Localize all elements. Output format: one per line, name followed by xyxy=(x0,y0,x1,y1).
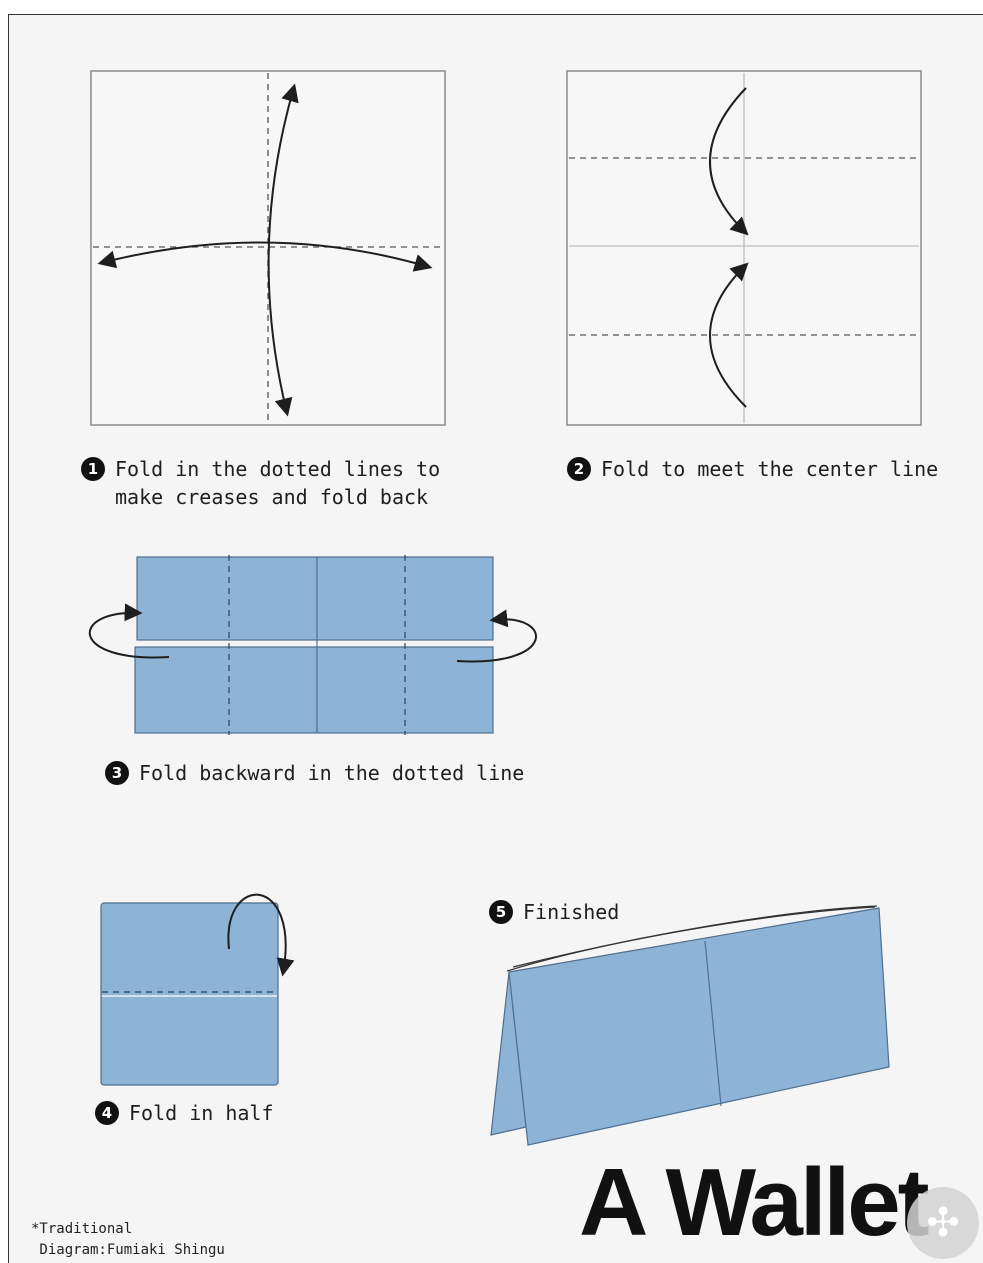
step-2-text: Fold to meet the center line xyxy=(601,457,939,481)
step-number-badge: 3 xyxy=(105,761,129,785)
step-2-diagram xyxy=(566,70,922,426)
compass-badge-icon[interactable]: ✣ xyxy=(907,1187,979,1259)
step-3-caption: 3 Fold backward in the dotted line xyxy=(105,759,524,787)
fold-half-arrow xyxy=(227,893,295,977)
instruction-sheet: 1 Fold in the dotted lines to make creas… xyxy=(8,14,983,1263)
step-number-badge: 1 xyxy=(81,457,105,481)
step-number-badge: 2 xyxy=(567,457,591,481)
step-5-text: Finished xyxy=(523,900,620,924)
fold-arrow-vertical xyxy=(267,83,299,417)
step-3-text: Fold backward in the dotted line xyxy=(139,761,525,785)
step-1-caption: 1 Fold in the dotted lines to make creas… xyxy=(81,455,440,511)
credit-text: *Traditional Diagram:Fumiaki Shingu xyxy=(31,1221,225,1258)
step-1-diagram xyxy=(90,70,446,426)
step-3-diagram xyxy=(88,555,537,735)
step-4-caption: 4 Fold in half xyxy=(95,1099,274,1127)
fold-arrow-bottom xyxy=(709,262,749,408)
fold-arrow-top xyxy=(709,87,749,236)
fold-back-arrow-left xyxy=(88,603,170,659)
step-5-caption: 5 Finished xyxy=(489,898,619,926)
step-2-caption: 2 Fold to meet the center line xyxy=(567,455,938,483)
fold-back-arrow-right xyxy=(456,609,537,663)
diagram-canvas xyxy=(88,70,922,1146)
page-title: A Wallet xyxy=(579,1149,930,1256)
step-4-text: Fold in half xyxy=(129,1101,274,1125)
fold-arrow-horizontal xyxy=(97,241,433,272)
step-number-badge: 4 xyxy=(95,1101,119,1125)
step-5-wallet-illustration xyxy=(490,905,890,1146)
step-4-diagram xyxy=(100,893,295,1086)
step-number-badge: 5 xyxy=(489,900,513,924)
step-1-text: Fold in the dotted lines to make creases… xyxy=(115,457,441,509)
